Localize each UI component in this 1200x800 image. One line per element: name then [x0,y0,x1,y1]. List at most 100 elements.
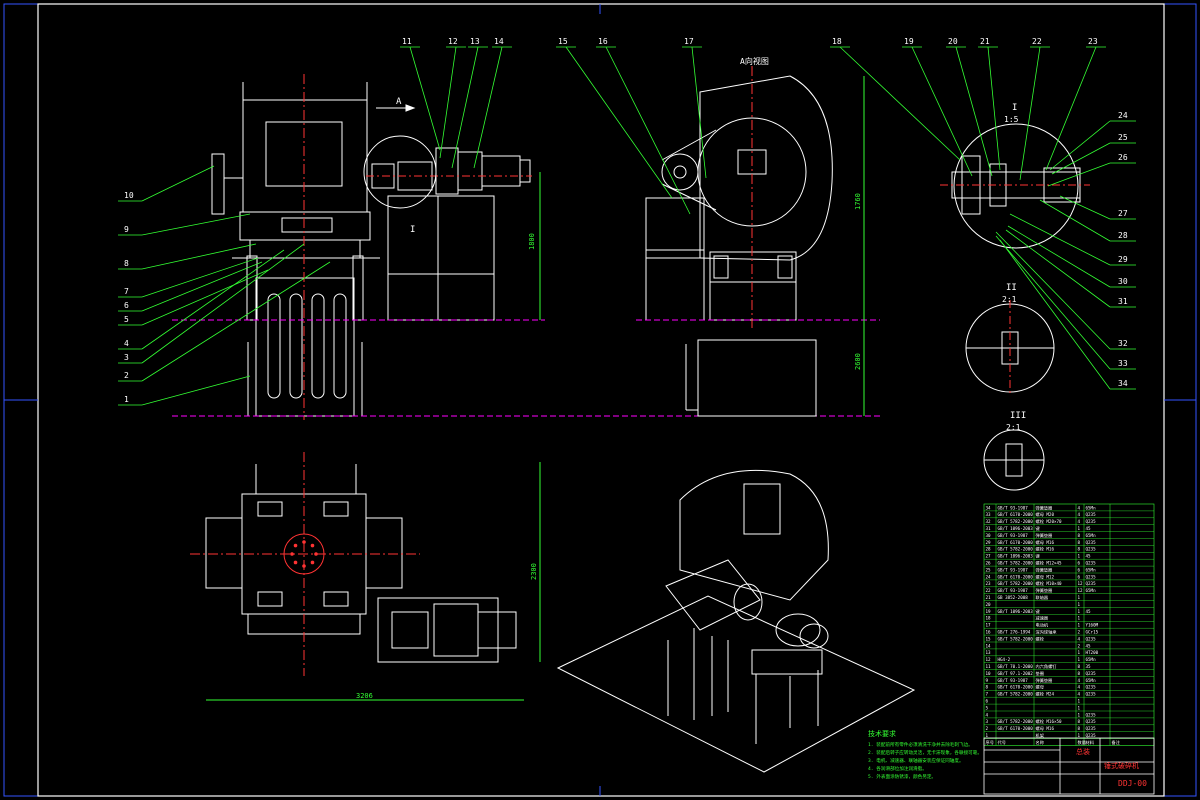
bom-cell: GB/T 6170-2000 [998,574,1034,579]
bom-cell: 45 [1086,526,1092,531]
leader-line [995,231,1111,350]
bolt-hole [310,560,315,565]
leader-line [987,46,1001,171]
balloon-label: 27 [1118,209,1128,218]
bom-cell: 1 [1078,602,1081,607]
leader-line [141,261,263,312]
balloon-label: 25 [1118,133,1128,142]
bom-cell: Q235 [1086,685,1097,690]
bom-cell: 11 [986,664,992,669]
bom-cell: 6 [1078,574,1081,579]
bom-cell: 弹簧垫圈 [1036,504,1053,511]
bom-cell: 4 [1078,512,1081,517]
bom-cell: 18 [986,616,992,621]
bom-cell: 4 [1078,685,1081,690]
plan-depth-dim: 2300 [530,563,538,580]
bom-cell: GB/T 70.1-2000 [998,664,1034,669]
bom-cell: GB/T 1096-2003 [998,609,1034,614]
bom-cell: 3 [986,719,989,724]
bom-cell: 螺母 M12 [1036,573,1055,580]
bom-cell: 螺栓 [1036,635,1045,642]
bom-header-cell: 序号 [986,739,994,746]
bom-cell: 65Mn [1086,657,1097,662]
note-line: 2. 装配后转子应转动灵活，无卡滞现象，各联接可靠。 [868,749,982,756]
bom-cell: 弹簧垫圈 [1036,566,1053,573]
bom-cell: GB/T 5782-2000 [998,636,1034,641]
leader-line [141,261,331,382]
plan-view-holes [290,540,318,568]
balloon-label: 12 [448,37,458,46]
bom-header-cell: 代号 [998,739,1006,746]
bom-cell: 减速器 [1036,615,1049,622]
bom-cell: 螺栓 M20×70 [1036,518,1063,525]
balloon-label: 19 [904,37,914,46]
bom-cell: 2 [986,726,989,731]
bom-cell: 12 [1078,581,1084,586]
balloon-label: 1 [124,395,129,404]
detail-ii-scale: 2:1 [1002,295,1017,304]
bom-cell: GB/T 93-1987 [998,533,1029,538]
balloon-label: 4 [124,339,129,348]
leader-line [141,269,269,326]
bom-cell: 6 [986,699,989,704]
bom-cell: GB/T 276-1994 [998,630,1031,635]
balloon-label: 29 [1118,255,1128,264]
side-view: 1760 2600 A向视图 [636,56,880,417]
bom-cell: Q235 [1086,671,1097,676]
bom-cell: 33 [986,512,992,517]
notes-title: 技术要求 [868,729,896,738]
bom-cell: 29 [986,540,992,545]
bom-cell: 45 [1086,643,1092,648]
leader-line [1039,199,1111,242]
leader-line [1007,225,1111,288]
bom-header-cell: 名称 [1036,739,1044,746]
bom-cell: GB/T 5782-2000 [998,519,1034,524]
bom-cell: 26 [986,561,992,566]
bom-header-cell: 数量 [1078,739,1086,746]
bom-cell: 8 [1078,719,1081,724]
bolt-hole [302,564,306,568]
balloon-label: 2 [124,371,129,380]
title-block: 总装 锤式破碎机 DDJ-00 [983,737,1155,795]
bom-cell: 22 [986,588,992,593]
balloon-label: 14 [494,37,504,46]
detail-i: I 1:5 [940,103,1090,249]
bom-cell: 1 [1078,657,1081,662]
bom-cell: 4 [1078,692,1081,697]
technical-notes: 技术要求 1. 装配前所有零件必须清洗干净并去除毛刺飞边。2. 装配后转子应转动… [868,729,982,780]
balloon-label: 28 [1118,231,1128,240]
bom-cell: Q235 [1086,719,1097,724]
balloon-label: 21 [980,37,990,46]
detail-iii-scale: 2:1 [1006,423,1021,432]
leader-line [999,239,1111,390]
bom-cell: GB/T 6170-2000 [998,726,1034,731]
bom-cell: 65Mn [1086,505,1097,510]
bom-cell: GB/T 5782-2000 [998,719,1034,724]
bom-cell: 螺母 M16 [1036,725,1055,732]
bom-cell: GB/T 6170-2000 [998,540,1034,545]
bom-cell: GB/T 93-1987 [998,567,1029,572]
view-a-arrow-label: A [396,97,402,107]
bom-cell: GB/T 93-1987 [998,505,1029,510]
bom-cell: GB/T 1096-2003 [998,526,1034,531]
bom-cell: 21 [986,595,992,600]
leader-line [439,46,457,159]
bom-cell: 7 [986,692,989,697]
bom-cell: GB/T 97.1-2002 [998,671,1034,676]
bom-cell: 1 [1078,554,1081,559]
bom-cell: 15 [986,636,992,641]
detail-ii: II 2:1 [965,283,1055,396]
plan-width-dim: 3206 [356,692,373,700]
balloon-label: 5 [124,315,129,324]
bolt-hole [314,552,318,556]
plan-view: 3206 2300 [190,452,541,701]
bom-cell: Q235 [1086,540,1097,545]
leader-line [911,46,973,177]
bom-cell: 19 [986,609,992,614]
leader-line [141,249,285,350]
bom-cell: 8 [1078,671,1081,676]
leader-line [1005,229,1111,308]
bom-cell: 螺栓 M10×40 [1036,580,1063,587]
